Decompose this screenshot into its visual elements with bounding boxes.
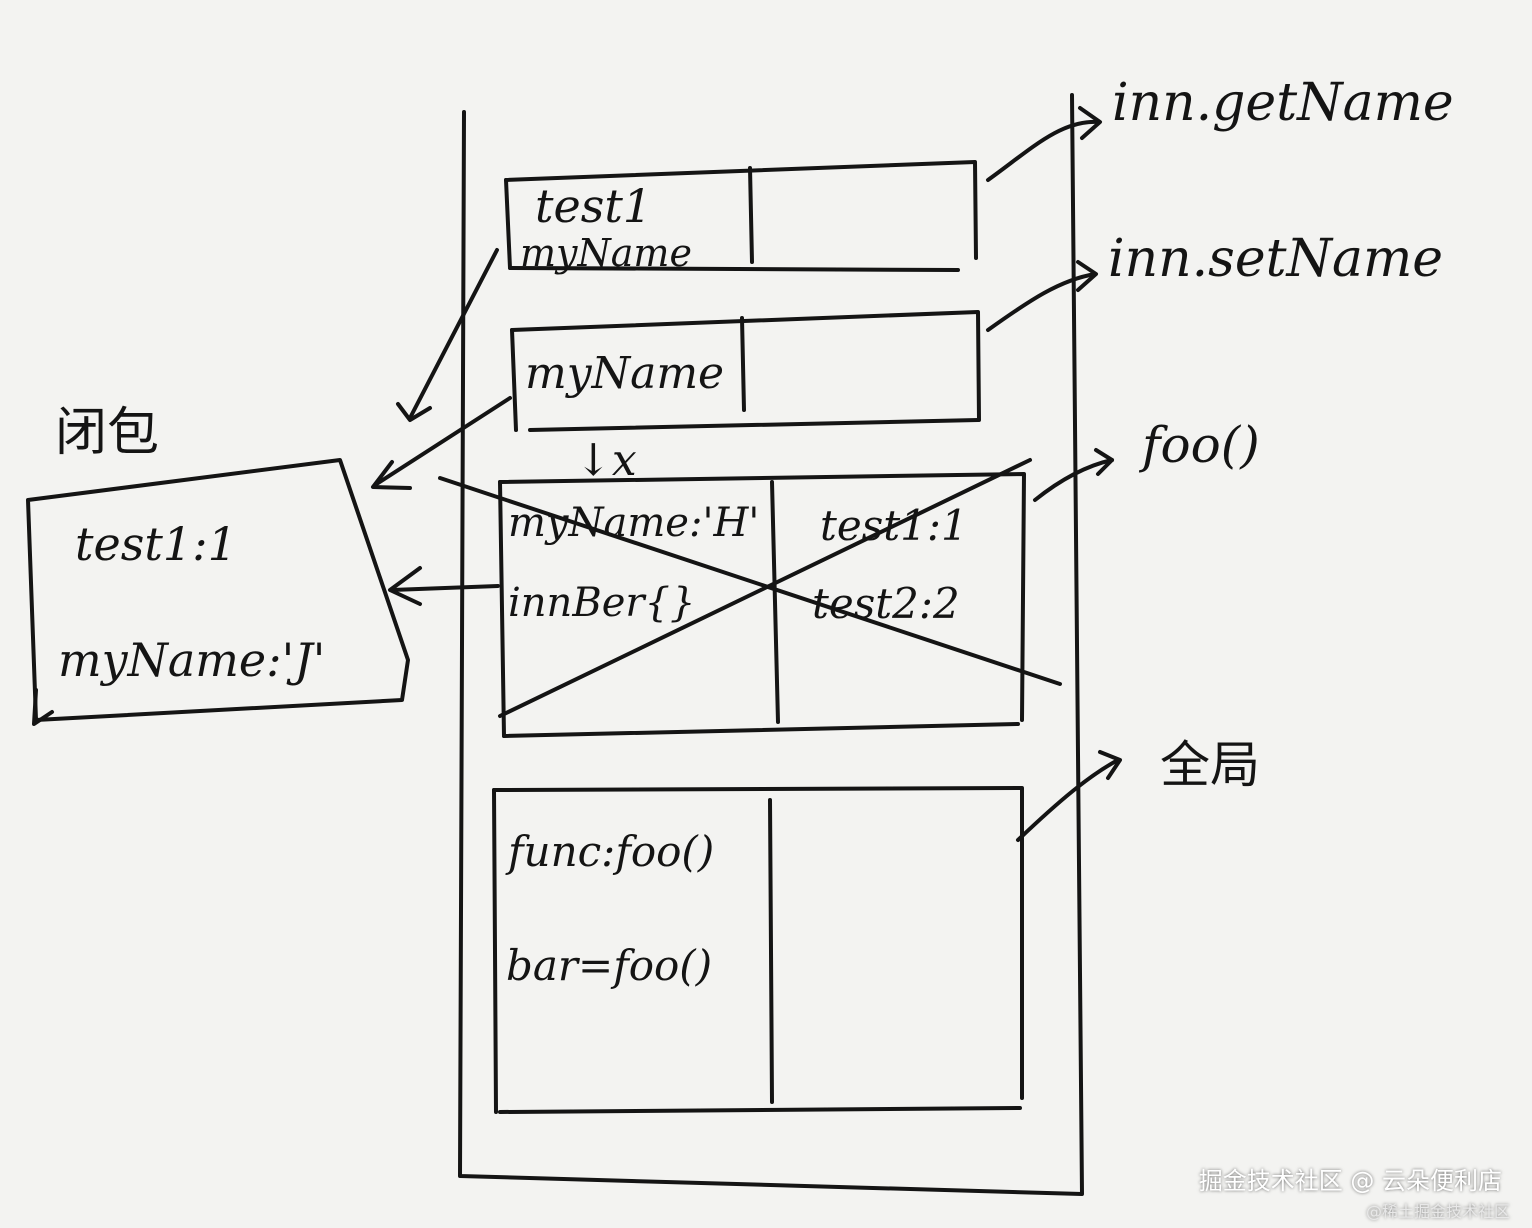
watermark-sub: @稀土掘金技术社区: [1365, 1202, 1510, 1221]
arrow-foo-to-closure: [390, 584, 500, 592]
frame-inn-setname: myName: [510, 310, 981, 432]
call-stack-container: [458, 93, 1084, 1196]
label-inn-getname: inn.getName: [1112, 73, 1454, 133]
label-foo: foo(): [1138, 416, 1260, 474]
frame-setname-text: myName: [525, 348, 724, 399]
frame-getname-text-2: myName: [520, 231, 692, 275]
closure-arrows: [371, 248, 512, 606]
label-inn-setname: inn.setName: [1108, 229, 1443, 289]
frame-global-text-2: bar=foo(): [506, 941, 712, 990]
frame-foo-env-2: innBer{}: [508, 580, 695, 626]
closure-title: 闭包: [55, 403, 159, 463]
watermark-main: 掘金技术社区 @ 云朵便利店: [1198, 1167, 1502, 1195]
closure-box: 闭包 test1:1 myName:'J': [26, 403, 410, 726]
closure-corner-mark: [32, 688, 54, 726]
frame-global: func:foo() bar=foo(): [492, 786, 1024, 1114]
arrow-to-foo-label: [1033, 458, 1114, 502]
frame-foo-env-1: myName:'H': [508, 500, 759, 546]
frame-foo-lexical-2: test2:2: [812, 579, 960, 628]
label-global: 全局: [1160, 736, 1260, 794]
arrow-to-setname-label: [986, 272, 1097, 332]
closure-entry-1: test1:1: [75, 517, 237, 571]
frame-inn-getname: test1 myName: [504, 160, 978, 275]
label-arrows: [986, 106, 1122, 842]
frame-foo: myName:'H' innBer{} test1:1 test2:2: [438, 458, 1062, 738]
frame-foo-cross-line-1: [438, 476, 1062, 686]
frame-global-text-1: func:foo(): [505, 827, 714, 876]
closure-entry-2: myName:'J': [58, 633, 325, 687]
frame-foo-arrow-mark: ↓x: [575, 435, 637, 486]
arrow-to-getname-label: [986, 119, 1100, 182]
arrow-to-global-label: [1016, 758, 1120, 842]
frame-getname-text-1: test1: [535, 179, 652, 233]
arrow-getname-to-closure: [408, 248, 499, 420]
frame-foo-cross-line-2: [498, 458, 1032, 718]
arrow-setname-to-closure: [373, 396, 512, 487]
